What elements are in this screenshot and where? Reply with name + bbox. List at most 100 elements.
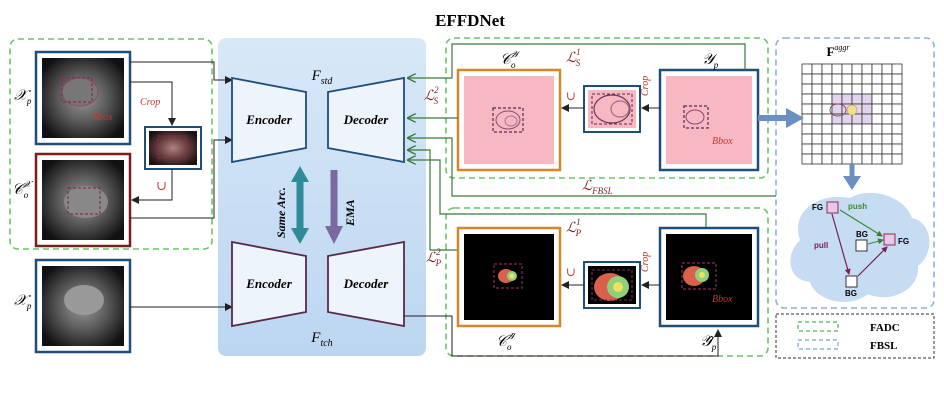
aggr-grid-cell bbox=[841, 73, 853, 85]
aggr-grid-cell bbox=[811, 83, 823, 95]
aggr-grid-cell bbox=[841, 153, 853, 165]
aggr-grid-cell bbox=[891, 103, 903, 115]
aggr-grid-cell bbox=[801, 63, 813, 75]
aggr-grid-cell bbox=[891, 143, 903, 155]
co-x-to-encoder bbox=[130, 136, 233, 219]
bottom-crop-label: Crop bbox=[640, 252, 651, 272]
legend-fbsl-label: FBSL bbox=[870, 340, 898, 352]
crop-label-left: Crop bbox=[140, 97, 160, 108]
aggr-grid-cell bbox=[831, 133, 843, 145]
aggr-grid-cell bbox=[891, 83, 903, 95]
aggr-grid-cell bbox=[831, 73, 843, 85]
top-crop-contour-outer bbox=[593, 94, 631, 124]
y-p-bbox bbox=[683, 105, 709, 129]
aggr-grid-cell bbox=[821, 133, 833, 145]
graph-push-label: push bbox=[848, 202, 867, 211]
aggr-grid-cell bbox=[821, 123, 833, 135]
graph-fg-node-right bbox=[883, 233, 896, 246]
aggr-grid-cell bbox=[801, 93, 813, 105]
aggr-grid-cell bbox=[801, 153, 813, 165]
aggr-grid-cell bbox=[861, 153, 873, 165]
yhat-p-bbox bbox=[681, 262, 717, 290]
aggr-grid-cell bbox=[821, 63, 833, 75]
co-y-contour-inner bbox=[504, 115, 518, 127]
aggr-grid-cell bbox=[821, 143, 833, 155]
same-arc-label: Same Arc. bbox=[274, 187, 288, 238]
aggr-to-graph-arrowhead bbox=[843, 176, 861, 190]
student-name: Fstd bbox=[311, 68, 334, 87]
aggr-grid-cell bbox=[861, 113, 873, 125]
y-p-contour bbox=[685, 109, 705, 125]
aggr-grid-cell bbox=[881, 103, 893, 115]
aggr-grid-cell bbox=[871, 103, 883, 115]
lp1-line bbox=[408, 160, 707, 228]
graph-edge-bg-fg bbox=[857, 246, 888, 277]
aggr-grid-cell bbox=[831, 93, 843, 105]
crop-arrow bbox=[130, 81, 176, 126]
graph-bg-label-bottom: BG bbox=[845, 289, 857, 298]
aggr-grid-cell bbox=[811, 93, 823, 105]
aggr-grid-cell bbox=[881, 73, 893, 85]
aggr-grid-cell bbox=[821, 83, 833, 95]
aggr-grid-cell bbox=[821, 113, 833, 125]
aggr-grid-cell bbox=[881, 153, 893, 165]
graph-fg-label-right: FG bbox=[898, 237, 909, 246]
union-label-left: ∪ bbox=[156, 178, 167, 193]
student-decoder bbox=[327, 76, 405, 164]
top-fadc-region bbox=[445, 37, 769, 179]
aggr-contour-inner bbox=[846, 104, 858, 116]
aggr-grid-cell bbox=[851, 83, 863, 95]
top-crop-label: Crop bbox=[640, 76, 651, 96]
aggr-grid-cell bbox=[861, 143, 873, 155]
xp-top-bbox-label: Bbox bbox=[92, 112, 113, 123]
aggr-grid-cell bbox=[891, 63, 903, 75]
yp-to-decoder-arrow bbox=[408, 43, 746, 78]
aggr-grid-cell bbox=[871, 83, 883, 95]
aggr-grid-cell bbox=[811, 153, 823, 165]
teacher-decoder-label: Decoder bbox=[343, 276, 390, 291]
aggr-grid-cell bbox=[811, 133, 823, 145]
fbsl-loss-line bbox=[408, 138, 776, 197]
top-union-label: ∪ bbox=[566, 89, 576, 103]
aggr-grid-cell bbox=[861, 103, 873, 115]
aggr-grid-cell bbox=[851, 143, 863, 155]
bottom-crop-bbox bbox=[591, 269, 633, 301]
graph-edge-mid bbox=[867, 238, 884, 245]
teacher-name: Ftch bbox=[310, 330, 332, 349]
teacher-to-yhat-arrow bbox=[404, 315, 722, 357]
union-arrow-left bbox=[131, 169, 173, 204]
left-fadc-region bbox=[9, 38, 213, 250]
ema-arrow bbox=[325, 170, 343, 244]
lp2-line bbox=[408, 150, 458, 251]
co-x-heart bbox=[64, 186, 108, 218]
graph-bg-node-bottom bbox=[845, 275, 858, 288]
aggr-grid-cell bbox=[851, 113, 863, 125]
co-y-image bbox=[464, 76, 554, 164]
co-y-bbox bbox=[492, 107, 524, 133]
aggr-grid-cell bbox=[821, 73, 833, 85]
top-crop-bbox bbox=[591, 93, 633, 125]
aggr-grid-cell bbox=[811, 123, 823, 135]
aggr-grid-cell bbox=[891, 153, 903, 165]
yhat-p-seg-inner bbox=[699, 272, 705, 278]
aggr-grid-cell bbox=[871, 113, 883, 125]
aggr-grid-cell bbox=[841, 83, 853, 95]
aggr-grid-cell bbox=[801, 133, 813, 145]
aggr-grid-cell bbox=[841, 93, 853, 105]
teacher-encoder-label: Encoder bbox=[245, 276, 292, 291]
aggr-grid-cell bbox=[811, 103, 823, 115]
aggr-grid-cell bbox=[811, 63, 823, 75]
aggr-grid-cell bbox=[891, 113, 903, 125]
graph-edge-push bbox=[839, 209, 883, 237]
aggr-grid-cell bbox=[871, 153, 883, 165]
aggr-grid-cell bbox=[881, 133, 893, 145]
graph-bg-label-mid: BG bbox=[856, 230, 868, 239]
aggr-grid-cell bbox=[801, 103, 813, 115]
aggr-grid-cell bbox=[861, 73, 873, 85]
aggr-grid-cell bbox=[811, 143, 823, 155]
aggr-grid-cell bbox=[861, 63, 873, 75]
